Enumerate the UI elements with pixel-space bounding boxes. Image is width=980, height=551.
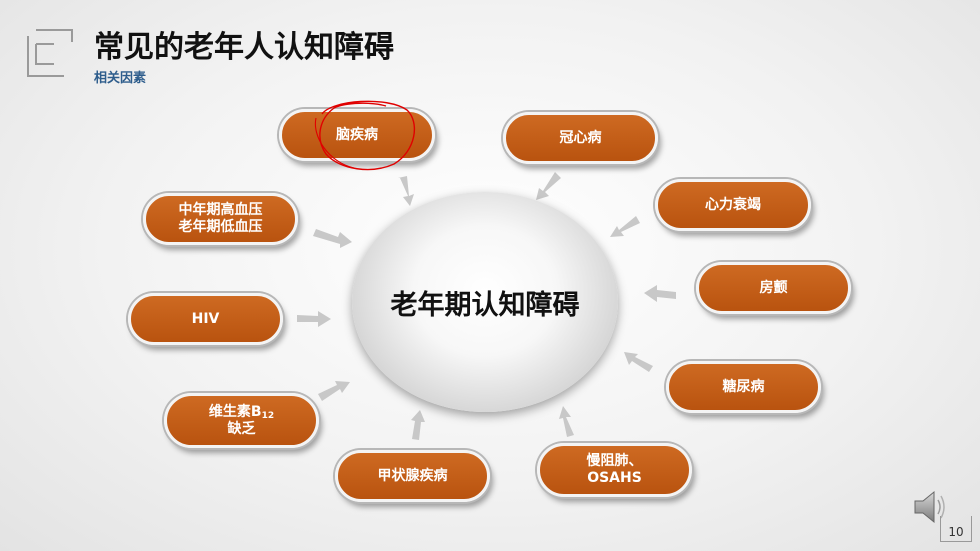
node-brain-disease[interactable]: 脑疾病 bbox=[279, 109, 435, 161]
node-copd-osahs[interactable]: 慢阻肺、 OSAHS bbox=[537, 443, 692, 497]
node-label: HIV bbox=[191, 310, 220, 327]
node-label: 房颤 bbox=[759, 279, 788, 296]
page-title: 常见的老年人认知障碍 bbox=[94, 30, 394, 65]
arrow-from-atrial-fib bbox=[644, 285, 676, 302]
center-label: 老年期认知障碍 bbox=[390, 289, 580, 321]
node-label-line2: 老年期低血压 bbox=[178, 219, 263, 235]
b12-main: 维生素B bbox=[208, 403, 262, 420]
node-diabetes[interactable]: 糖尿病 bbox=[666, 361, 821, 413]
page-subtitle: 相关因素 bbox=[94, 71, 147, 86]
arrow-from-coronary bbox=[536, 172, 561, 200]
arrow-from-b12 bbox=[318, 381, 350, 401]
arrow-from-brain-disease bbox=[398, 176, 414, 206]
node-label-line1: 慢阻肺、 bbox=[586, 453, 643, 469]
node-label: 脑疾病 bbox=[336, 126, 378, 143]
node-label-line2: 缺乏 bbox=[227, 420, 256, 437]
node-label-line1: 维生素B12 bbox=[209, 404, 274, 421]
node-heart-failure[interactable]: 心力衰竭 bbox=[655, 179, 811, 231]
arrow-from-copd bbox=[559, 406, 574, 437]
node-label: 甲状腺疾病 bbox=[377, 467, 448, 484]
b12-subscript: 12 bbox=[261, 410, 275, 421]
node-atrial-fib[interactable]: 房颤 bbox=[696, 262, 851, 314]
arrow-from-thyroid bbox=[411, 410, 425, 440]
center-ellipse: 老年期认知障碍 bbox=[352, 192, 618, 412]
arrow-from-blood-pressure bbox=[313, 229, 352, 248]
node-hiv[interactable]: HIV bbox=[128, 293, 283, 345]
node-label-line2: OSAHS bbox=[587, 470, 642, 486]
node-label: 冠心病 bbox=[559, 129, 602, 146]
node-blood-pressure[interactable]: 中年期高血压 老年期低血压 bbox=[143, 193, 298, 245]
node-thyroid[interactable]: 甲状腺疾病 bbox=[335, 450, 490, 502]
node-label: 糖尿病 bbox=[722, 378, 765, 395]
logo-icon bbox=[27, 29, 73, 77]
arrow-from-hiv bbox=[297, 311, 331, 327]
node-coronary[interactable]: 冠心病 bbox=[503, 112, 658, 164]
node-b12-deficiency[interactable]: 维生素B12 缺乏 bbox=[164, 393, 319, 448]
node-label-line1: 中年期高血压 bbox=[178, 202, 263, 218]
arrow-from-heart-failure bbox=[610, 216, 640, 237]
speaker-icon[interactable] bbox=[912, 487, 952, 527]
node-label: 心力衰竭 bbox=[705, 196, 761, 213]
arrow-from-diabetes bbox=[624, 352, 653, 372]
page-number: 10 bbox=[940, 516, 972, 542]
